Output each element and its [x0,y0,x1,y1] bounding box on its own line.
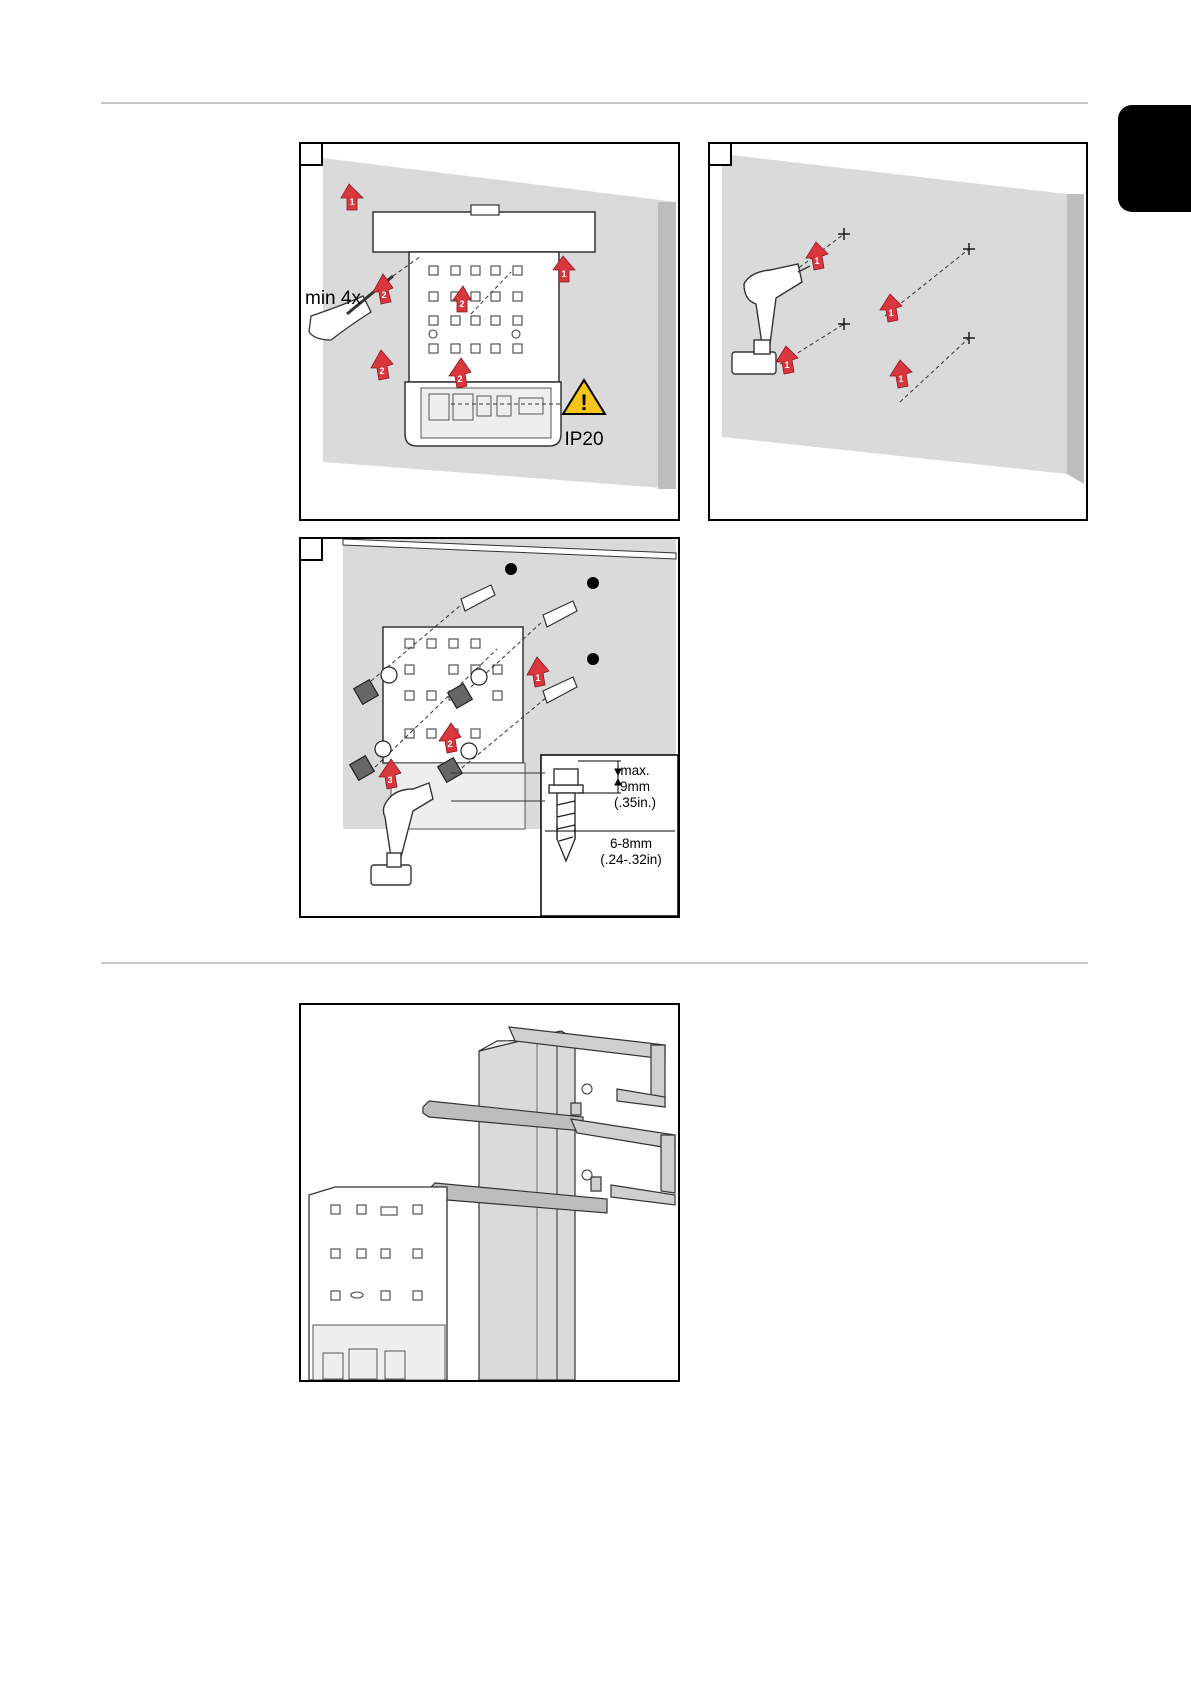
step-arrow-label: 1 [784,360,789,370]
section-divider-middle [101,962,1088,964]
mounting-bracket-bar [373,212,595,252]
step-arrow-label: 1 [535,673,540,683]
figure-mark-holes-drawing: 1 1 2 2 2 2 ! IP20 min 4x [301,144,678,519]
step-arrow-label: 1 [349,197,354,207]
ip-rating-label: IP20 [564,429,603,450]
step-arrow-label: 1 [814,256,819,266]
figure-pole-mounting [299,1003,680,1382]
step-arrow-label: 3 [387,775,392,785]
spec-head-text: (.35in.) [614,795,656,810]
svg-text:!: ! [580,390,587,415]
step-arrow-label: 2 [457,374,462,384]
step-arrow-label: 2 [379,366,384,376]
step-arrow-label: 1 [561,269,566,279]
section-divider-top [101,102,1088,104]
min-holes-label: min 4x [305,288,361,309]
spec-head-text: 9mm [620,779,650,794]
figure-fix-plate: 1 2 3 max. 9mm (.35in.) 6-8mm [299,537,680,918]
step-number-box [299,142,323,166]
figure-mark-holes: 1 1 2 2 2 2 ! IP20 min 4x [299,142,680,521]
figure-drill-holes: 1 1 1 1 [708,142,1088,521]
figure-pole-mounting-drawing [301,1005,678,1380]
step-arrow-label: 2 [459,299,464,309]
step-arrow-label: 1 [898,374,903,384]
step-arrow-label: 1 [888,308,893,318]
step-arrow-label: 2 [447,739,452,749]
step-arrow-label: 2 [381,290,386,300]
figure-fix-plate-drawing: 1 2 3 max. 9mm (.35in.) 6-8mm [301,539,678,916]
figure-drill-holes-drawing: 1 1 1 1 [710,144,1086,519]
step-number-box [299,537,323,561]
spec-head-text: max. [620,763,649,778]
spec-diameter-text: 6-8mm [610,836,652,851]
mounting-plate [409,252,559,382]
spec-diameter-text: (.24-.32in) [600,852,662,867]
language-tab-marker [1118,105,1191,212]
step-number-box [708,142,732,166]
